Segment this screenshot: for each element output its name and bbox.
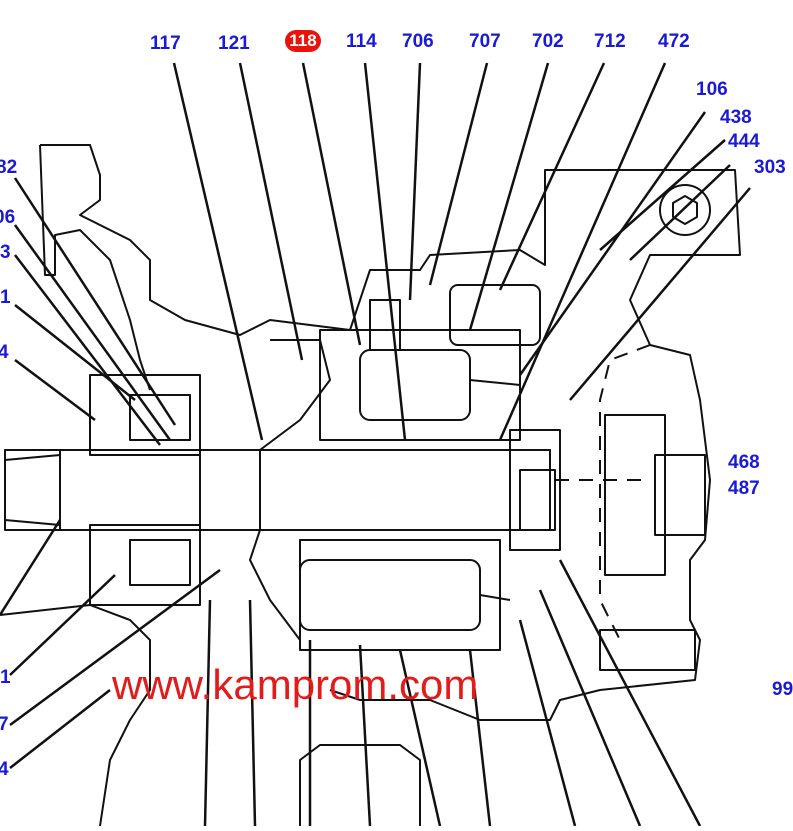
leader-438: [599, 139, 726, 251]
piston-upper: [359, 349, 471, 421]
bottom-flange: [299, 744, 421, 826]
label-left-7: 7: [0, 714, 9, 735]
leader-left-1: [14, 304, 136, 401]
leader-left-7: [9, 568, 221, 727]
leader-106: [518, 111, 707, 376]
label-left-3: 3: [0, 242, 11, 263]
leader-left-3: [14, 254, 161, 446]
valve-plate: [509, 429, 561, 551]
label-106: 106: [696, 79, 728, 100]
label-left-1: 1: [0, 287, 11, 308]
housing-outline: [40, 144, 741, 721]
leader-712: [498, 62, 606, 291]
cylinder-block-lower: [299, 539, 501, 651]
label-444: 444: [728, 131, 760, 152]
leader-left-1b: [0, 519, 62, 616]
leader-702: [468, 62, 550, 331]
rear-bearing: [519, 469, 556, 531]
front-bearing-upper: [89, 374, 201, 456]
label-702: 702: [532, 31, 564, 52]
watermark-text: www.kamprom.com: [112, 661, 479, 708]
leader-left-82: [13, 177, 177, 426]
leader-left-06: [13, 224, 172, 441]
label-left-1b: 1: [0, 667, 11, 688]
leader-706: [408, 62, 422, 301]
leader-117: [172, 62, 264, 441]
mount-bracket: [39, 144, 151, 391]
label-99: 99: [772, 679, 793, 700]
leader-left-4b: [9, 689, 111, 769]
label-706: 706: [402, 31, 434, 52]
label-118-highlighted: 118: [285, 30, 321, 52]
leader-121: [238, 62, 304, 361]
label-468: 468: [728, 452, 760, 473]
label-707: 707: [469, 31, 501, 52]
label-117: 117: [150, 33, 181, 54]
leader-303: [569, 187, 751, 401]
port-plug: [654, 454, 706, 536]
label-114: 114: [346, 31, 377, 52]
label-303: 303: [754, 157, 786, 178]
swash-plate: [249, 339, 331, 641]
leader-444: [629, 164, 731, 261]
label-438: 438: [720, 107, 752, 128]
label-487: 487: [728, 478, 760, 499]
shaft-spline: [4, 454, 61, 526]
front-bearing-lower: [89, 524, 201, 606]
leader-left-1c: [9, 574, 116, 676]
label-472: 472: [658, 31, 690, 52]
label-left-4b: 4: [0, 759, 9, 780]
label-712: 712: [594, 31, 626, 52]
label-121: 121: [218, 33, 250, 54]
shaft: [4, 449, 551, 531]
cylinder-block-upper: [319, 329, 521, 441]
regulator-body: [449, 284, 541, 346]
leader-left-4: [14, 359, 96, 421]
piston-lower: [299, 559, 481, 631]
lower-housing: [0, 604, 151, 827]
label-left-82: 82: [0, 157, 18, 178]
leader-707: [428, 62, 489, 286]
leader-472: [498, 62, 667, 441]
bolt-head: [659, 184, 711, 236]
leader-114: [363, 62, 407, 441]
label-left-4: 4: [0, 342, 9, 363]
label-left-06: 06: [0, 207, 16, 228]
leader-118: [301, 62, 362, 346]
